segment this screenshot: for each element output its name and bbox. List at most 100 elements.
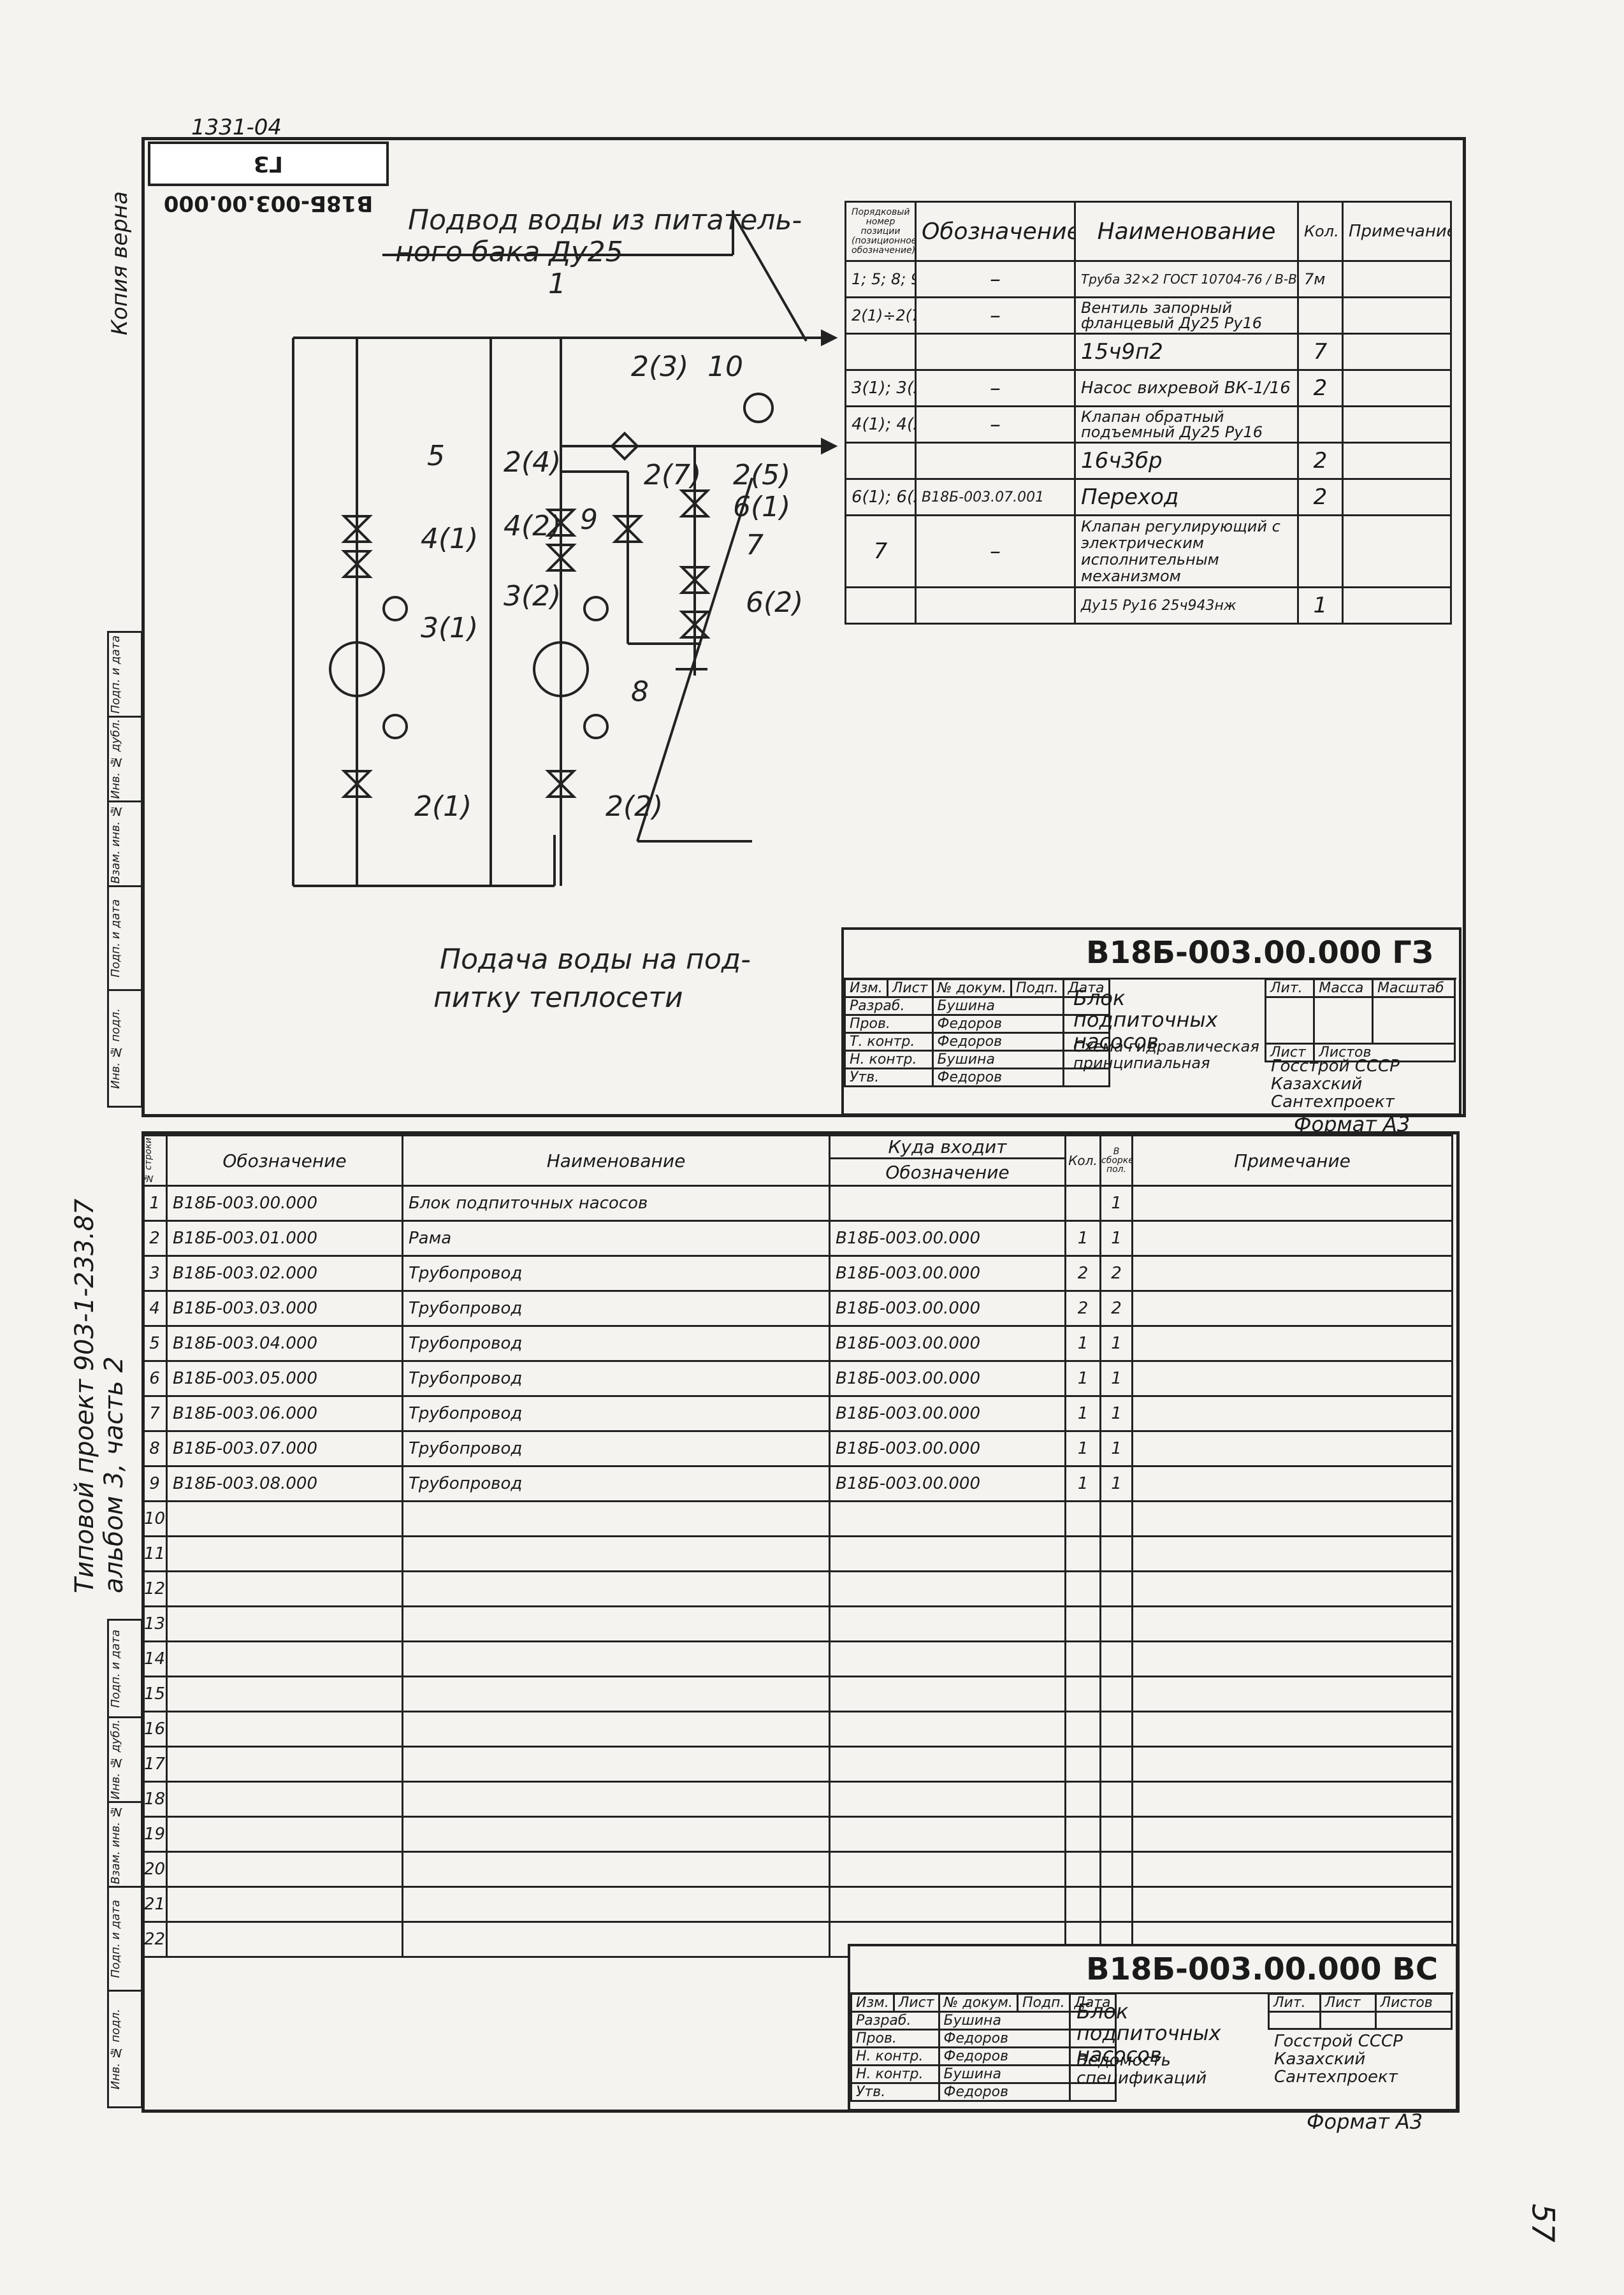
parts-header-qty: Кол.	[1064, 1134, 1101, 1187]
delivery-label-2: питку теплосети	[433, 981, 683, 1014]
parts-cell-note	[1131, 1640, 1453, 1677]
parts-cell-pos: 14	[141, 1640, 168, 1677]
parts-cell-note	[1131, 1500, 1453, 1537]
callout: 6(1)	[733, 491, 790, 523]
parts-cell-pos: 20	[141, 1851, 168, 1888]
tb-role: Н. контр.	[844, 1050, 934, 1069]
spec-cell	[1342, 514, 1452, 588]
parts-cell-pos: 3	[141, 1255, 168, 1292]
parts-cell-designation	[166, 1816, 403, 1853]
spec-cell: 1; 5; 8; 9; 10	[845, 260, 917, 298]
parts-header-where: Куда входит	[829, 1134, 1066, 1159]
parts-cell-in-asm	[1099, 1886, 1133, 1923]
spec-cell: 4(1); 4(2)	[845, 405, 917, 444]
tb-role: Утв.	[844, 1068, 934, 1087]
parts-cell-qty: 1	[1064, 1395, 1101, 1432]
delivery-label-1: Подача воды на под-	[440, 943, 751, 976]
tb-header: Лист	[1319, 1993, 1377, 2013]
callout: 1	[548, 268, 566, 300]
side-label: Взам. инв. №	[109, 1804, 123, 1885]
parts-row: 21	[141, 1886, 1453, 1923]
parts-cell-in-asm	[1099, 1676, 1133, 1712]
org-upper: Госстрой СССР Казахский Сантехпроект	[1271, 1057, 1400, 1111]
tb-header: Масса	[1313, 978, 1374, 998]
supply-arrow-leader	[732, 213, 808, 342]
side-label: Инв. № подл.	[109, 2008, 123, 2090]
parts-cell-where	[829, 1886, 1066, 1923]
gauge-icon	[583, 596, 609, 621]
parts-cell-in-asm	[1099, 1781, 1133, 1818]
tb-role: Н. контр.	[850, 2046, 940, 2066]
parts-cell-qty	[1064, 1605, 1101, 1642]
parts-cell-name	[402, 1851, 830, 1888]
spec-cell	[915, 333, 1076, 371]
spec-cell: 2	[1297, 442, 1344, 480]
parts-cell-designation	[166, 1640, 403, 1677]
parts-cell-pos: 6	[141, 1360, 168, 1397]
spec-header-designation: Обозначение	[915, 201, 1076, 262]
parts-cell-note	[1131, 1395, 1453, 1432]
spec-cell	[1342, 260, 1452, 298]
parts-row: 14	[141, 1640, 1453, 1677]
spec-cell	[1342, 478, 1452, 516]
tb-person: Федоров	[938, 2046, 1071, 2066]
parts-cell-designation	[166, 1711, 403, 1748]
parts-cell-where: В18Б-003.00.000	[829, 1360, 1066, 1397]
parts-row: 11	[141, 1535, 1453, 1572]
tb-person: Федоров	[938, 2082, 1071, 2102]
parts-cell-in-asm: 1	[1099, 1220, 1133, 1257]
parts-cell-qty	[1064, 1746, 1101, 1783]
spec-cell: –	[915, 296, 1076, 335]
parts-cell-qty: 2	[1064, 1290, 1101, 1327]
format-lower: Формат А3	[1307, 2110, 1423, 2134]
parts-cell-designation	[166, 1500, 403, 1537]
parts-cell-in-asm	[1099, 1605, 1133, 1642]
spec-cell: 1	[1297, 586, 1344, 625]
parts-cell-name: Блок подпиточных насосов	[402, 1185, 830, 1222]
doc-name-upper: Блок подпиточных насосов	[1073, 986, 1218, 1053]
spec-cell: Клапан регулирующий с электрическим испо…	[1074, 514, 1299, 588]
parts-cell-note	[1131, 1465, 1453, 1502]
parts-cell-where: В18Б-003.00.000	[829, 1290, 1066, 1327]
parts-cell-pos: 16	[141, 1711, 168, 1748]
parts-cell-pos: 21	[141, 1886, 168, 1923]
parts-cell-where	[829, 1605, 1066, 1642]
spec-cell: 7м	[1297, 260, 1344, 298]
callout: 8	[631, 676, 649, 708]
callout: 10	[707, 351, 743, 383]
side-label: Инв. № дубл.	[109, 1719, 123, 1800]
parts-cell-note	[1131, 1851, 1453, 1888]
parts-cell-note	[1131, 1220, 1453, 1257]
callout: 3(1)	[421, 612, 478, 644]
parts-cell-name: Трубопровод	[402, 1430, 830, 1467]
tb-header: Лист	[892, 1993, 940, 2013]
parts-cell-pos: 11	[141, 1535, 168, 1572]
tb-role: Пров.	[850, 2029, 940, 2048]
parts-cell-note	[1131, 1746, 1453, 1783]
parts-cell-note	[1131, 1255, 1453, 1292]
parts-cell-note	[1131, 1711, 1453, 1748]
valve-2-2	[545, 770, 577, 798]
parts-cell-designation: В18Б-003.07.000	[166, 1430, 403, 1467]
parts-header-name: Наименование	[402, 1134, 830, 1187]
tb-header: Лист	[1264, 1043, 1316, 1062]
parts-header-note: Примечание	[1131, 1134, 1453, 1187]
parts-row: 18	[141, 1781, 1453, 1818]
spec-cell	[1342, 405, 1452, 444]
parts-cell-note	[1131, 1185, 1453, 1222]
parts-cell-designation: В18Б-003.06.000	[166, 1395, 403, 1432]
parts-cell-name	[402, 1676, 830, 1712]
parts-cell-designation	[166, 1676, 403, 1712]
side-strip-lower: Подп. и дата Инв. № дубл. Взам. инв. № П…	[107, 1619, 143, 2108]
parts-cell-where	[829, 1570, 1066, 1607]
spec-table: Порядковый номер позиции (позиционное об…	[845, 201, 1452, 625]
parts-cell-qty	[1064, 1570, 1101, 1607]
parts-cell-name: Трубопровод	[402, 1360, 830, 1397]
tb-header: № докум.	[931, 978, 1012, 998]
parts-header-in-asm: В сборке пол.	[1099, 1134, 1133, 1187]
parts-cell-designation	[166, 1535, 403, 1572]
